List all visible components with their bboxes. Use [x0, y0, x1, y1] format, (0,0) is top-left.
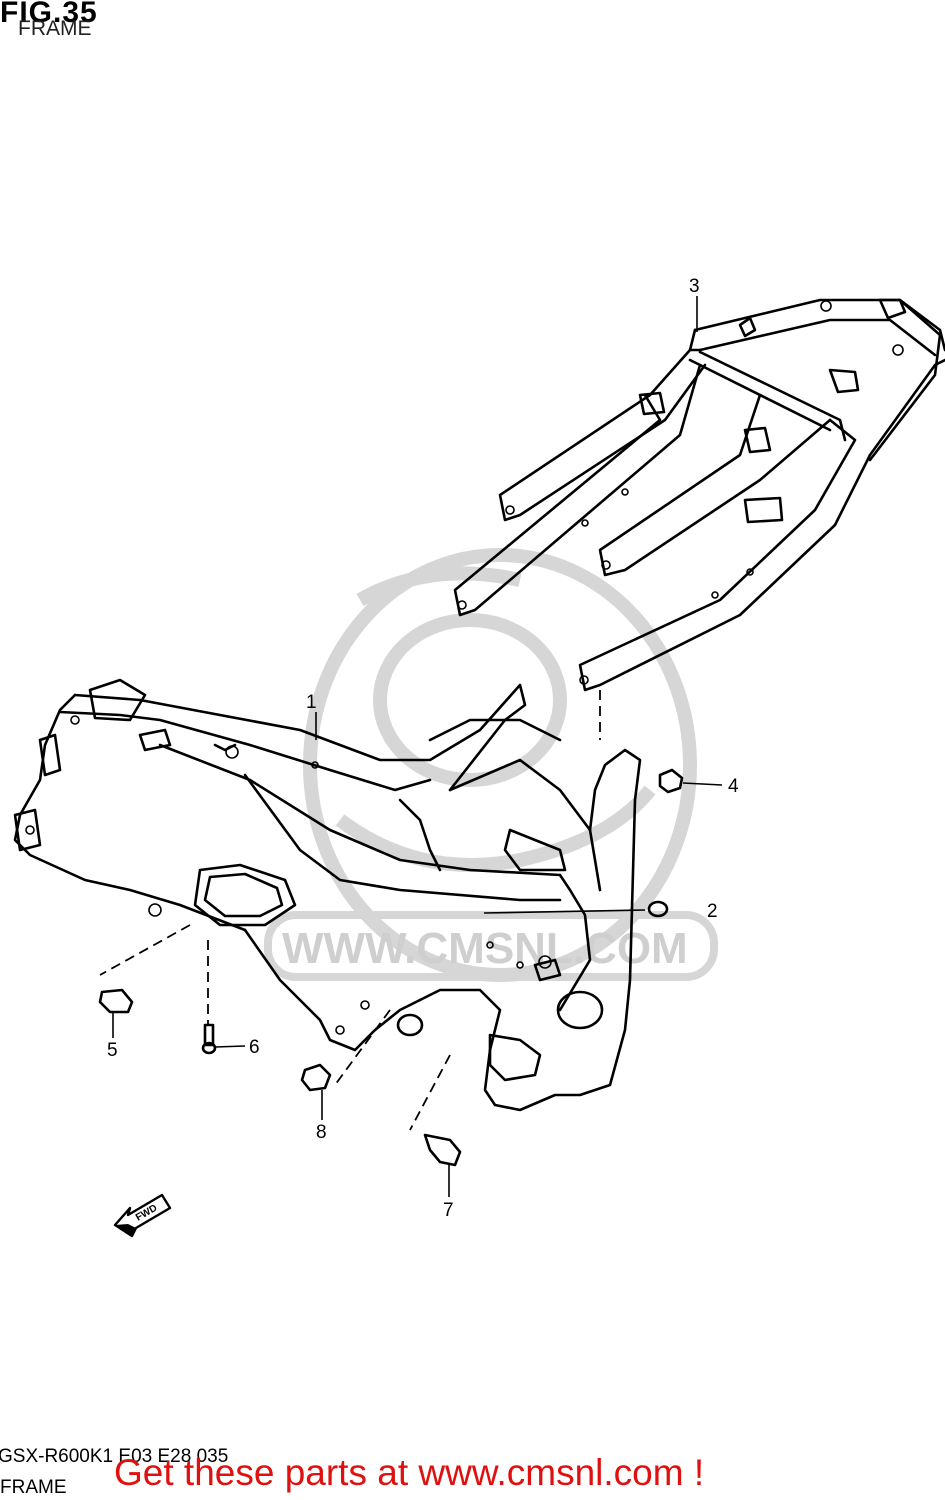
part-code: GSX-R600K1 E03 E28 035	[0, 1446, 229, 1467]
part-bushing	[98, 988, 134, 1014]
callout-6: 6	[249, 1037, 260, 1058]
get-parts-link[interactable]: Get these parts at www.cmsnl.com !	[114, 1452, 705, 1493]
watermark-text: WWW.CMSNL.COM	[282, 924, 688, 973]
callout-4: 4	[728, 776, 739, 797]
main-frame-drawing	[13, 678, 642, 1112]
watermark-logo: WWW.CMSNL.COM	[264, 548, 718, 982]
part-bolt-4	[658, 768, 684, 794]
part-screw	[201, 1023, 217, 1055]
part-cap	[647, 900, 669, 918]
figure-subtitle: FRAME	[18, 17, 92, 40]
callout-3: 3	[689, 276, 700, 297]
callout-8: 7	[443, 1200, 454, 1221]
part-bolt-7	[423, 1133, 462, 1167]
assembly-lines	[99, 690, 601, 1131]
footer-frame-label: FRAME	[0, 1477, 67, 1498]
part-nut	[300, 1063, 332, 1092]
callout-5: 5	[107, 1040, 118, 1061]
callout-leaders	[112, 296, 723, 1197]
figure-title: FIG.35	[0, 0, 98, 29]
callout-1: 1	[306, 692, 317, 713]
callout-2: 2	[707, 901, 718, 922]
fwd-arrow-icon: FWD	[113, 1193, 172, 1238]
callout-7: 8	[316, 1122, 327, 1143]
seat-rail-drawing	[453, 298, 945, 692]
